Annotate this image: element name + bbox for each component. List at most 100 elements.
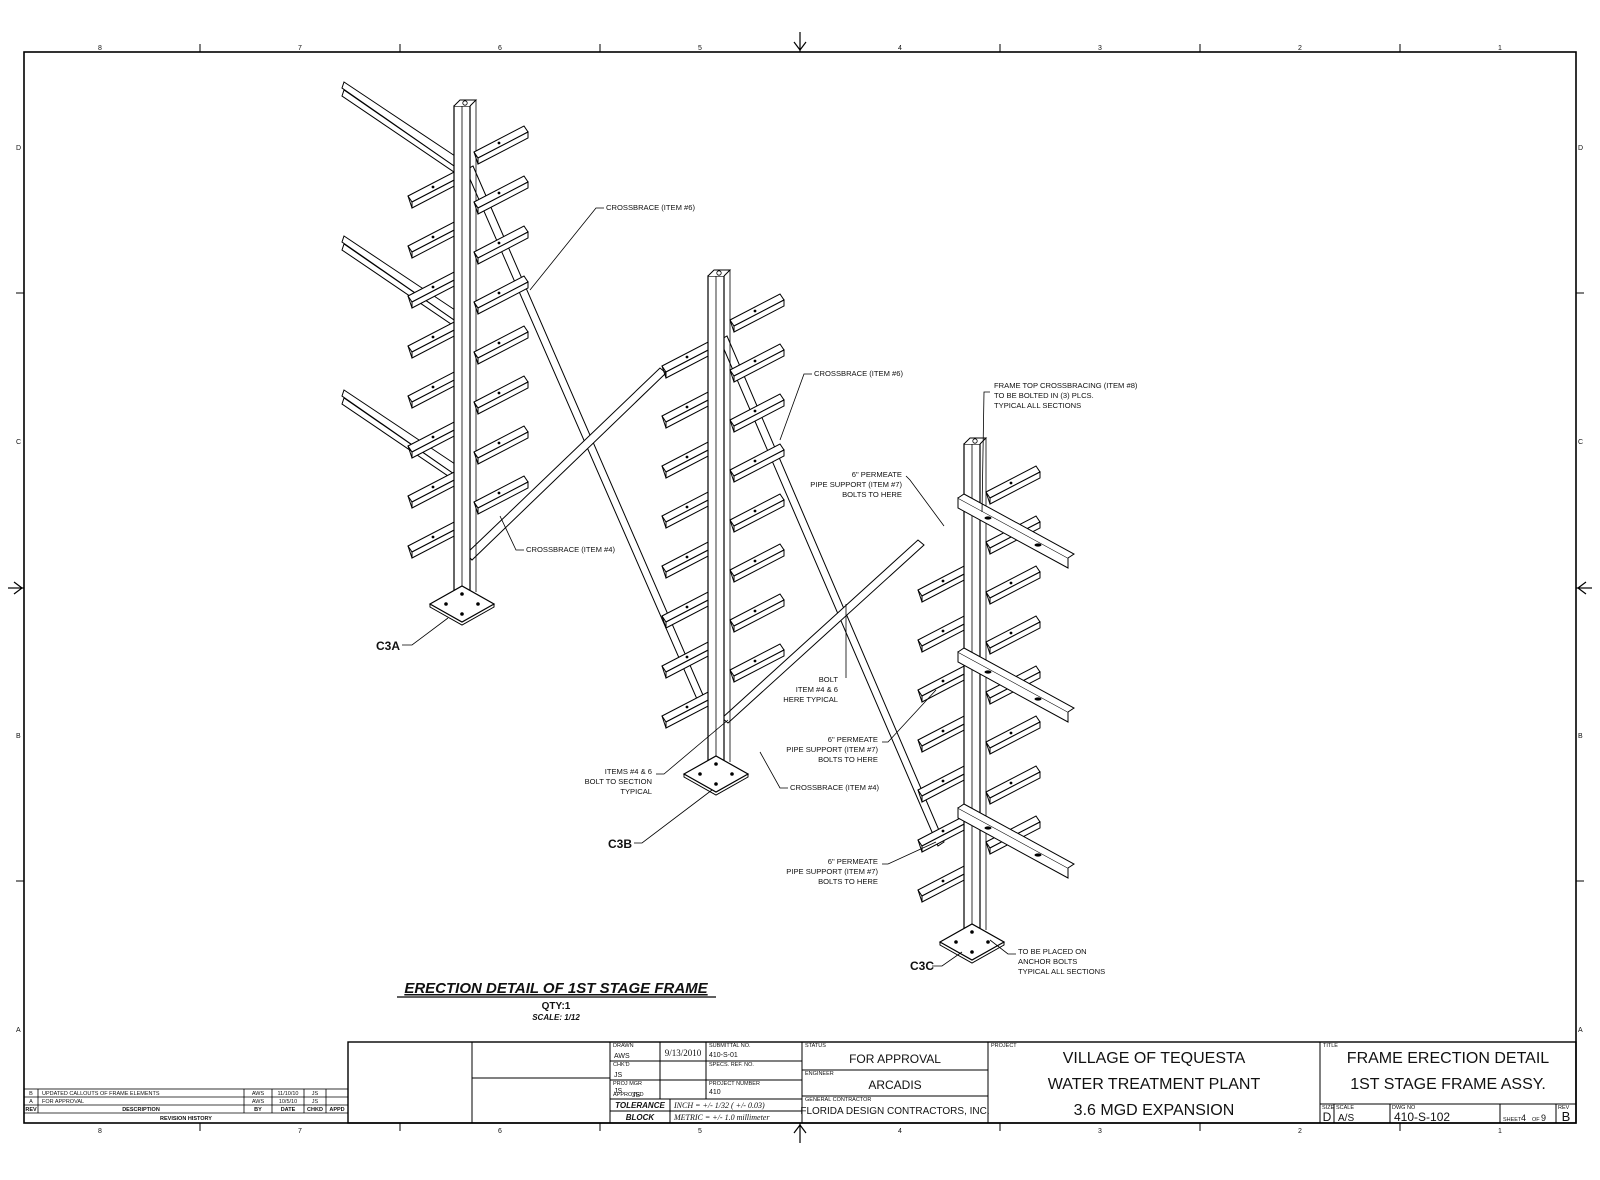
revision-history-label: REVISION HISTORY xyxy=(160,1116,212,1122)
proj-mgr-value: JS xyxy=(614,1088,623,1095)
callout-anchor: ANCHOR BOLTS xyxy=(1018,957,1077,966)
callout-anchor: TYPICAL ALL SECTIONS xyxy=(1018,967,1105,976)
section-label-c3b: C3B xyxy=(608,837,632,851)
zone-col-top: 4 xyxy=(898,45,902,52)
zone-row-right: C xyxy=(1578,439,1583,446)
zone-col-top: 6 xyxy=(498,45,502,52)
callout-crossbrace6-a: CROSSBRACE (ITEM #6) xyxy=(606,203,696,212)
callout-items-bolt: ITEMS #4 & 6 xyxy=(605,767,652,776)
title-label: TITLE xyxy=(1323,1043,1338,1049)
zone-ticks xyxy=(16,44,1584,1131)
rev-header-appd: APPD xyxy=(329,1107,344,1113)
zone-col-top: 2 xyxy=(1298,45,1302,52)
rev-row-b-date: 11/10/10 xyxy=(277,1091,298,1097)
tolerance-label: TOLERANCE xyxy=(615,1101,665,1110)
callout-frame-top: TO BE BOLTED IN (3) PLCS. xyxy=(994,391,1094,400)
sheet-total-value: 9 xyxy=(1541,1113,1546,1123)
block-label: BLOCK xyxy=(626,1113,656,1122)
callout-frame-top: TYPICAL ALL SECTIONS xyxy=(994,401,1081,410)
rev-header-chkd: CHKD xyxy=(307,1107,323,1113)
callout-frame-top: FRAME TOP CROSSBRACING (ITEM #8) xyxy=(994,381,1138,390)
crossbraces xyxy=(465,165,945,847)
metric-tolerance: METRIC = +/- 1.0 millimeter xyxy=(673,1113,770,1122)
submittal-label: SUBMITTAL NO. xyxy=(709,1043,751,1049)
callout-permeate-1: BOLTS TO HERE xyxy=(842,490,902,499)
rev-row-b-desc: UPDATED CALLOUTS OF FRAME ELEMENTS xyxy=(42,1091,160,1097)
rev-row-b-by: AWS xyxy=(252,1091,265,1097)
dwg-label: DWG NO xyxy=(1392,1105,1416,1111)
project-line-2: WATER TREATMENT PLANT xyxy=(1048,1076,1261,1093)
zone-row-right: A xyxy=(1578,1027,1583,1034)
rev-header-by: BY xyxy=(254,1107,262,1113)
center-marks xyxy=(8,32,1592,1143)
callout-bolt: HERE TYPICAL xyxy=(783,695,838,704)
callout-permeate-1: 6" PERMEATE xyxy=(852,470,902,479)
rev-header-desc: DESCRIPTION xyxy=(122,1107,160,1113)
section-label-c3c: C3C xyxy=(910,959,934,973)
of-label: OF xyxy=(1532,1117,1540,1123)
zone-row-left: D xyxy=(16,145,21,152)
project-number-label: PROJECT NUMBER xyxy=(709,1081,760,1087)
zone-col-top: 3 xyxy=(1098,45,1102,52)
callout-permeate-3: PIPE SUPPORT (ITEM #7) xyxy=(786,867,878,876)
title-block-small-labels: DRAWN CHK'D PROJ MGR APPROVED SUBMITTAL … xyxy=(613,1043,1570,1123)
zone-col-top: 5 xyxy=(698,45,702,52)
zone-col-top: 8 xyxy=(98,45,102,52)
zone-col-bottom: 7 xyxy=(298,1128,302,1135)
dwg-number: 410-S-102 xyxy=(1394,1110,1450,1124)
callout-items-bolt: TYPICAL xyxy=(620,787,652,796)
callout-items-bolt: BOLT TO SECTION xyxy=(585,777,652,786)
column-c3a xyxy=(341,81,529,626)
rev-row-a-by: AWS xyxy=(252,1099,265,1105)
column-c3b xyxy=(661,269,785,796)
check-label: CHK'D xyxy=(613,1062,630,1068)
inch-tolerance: INCH = +/- 1/32 ( +/- 0.03) xyxy=(673,1101,765,1110)
rev-row-b-rev: B xyxy=(29,1091,33,1097)
contractor-label: GENERAL CONTRACTOR xyxy=(805,1097,871,1103)
leader-lines xyxy=(402,207,1016,967)
zone-col-bottom: 5 xyxy=(698,1128,702,1135)
rev-row-a-desc: FOR APPROVAL xyxy=(42,1099,84,1105)
project-number-value: 410 xyxy=(709,1089,721,1096)
contractor-value: FLORIDA DESIGN CONTRACTORS, INC. xyxy=(800,1106,989,1117)
zone-col-bottom: 2 xyxy=(1298,1128,1302,1135)
detail-qty: QTY:1 xyxy=(542,1001,571,1012)
approved-value: JS xyxy=(632,1092,641,1099)
zone-col-bottom: 8 xyxy=(98,1128,102,1135)
callout-crossbrace4-b: CROSSBRACE (ITEM #4) xyxy=(790,783,880,792)
zone-row-left: A xyxy=(16,1027,21,1034)
callout-bolt: BOLT xyxy=(819,675,839,684)
zone-row-right: B xyxy=(1578,733,1583,740)
zone-row-left: B xyxy=(16,733,21,740)
callout-permeate-3: 6" PERMEATE xyxy=(828,857,878,866)
zone-col-bottom: 1 xyxy=(1498,1128,1502,1135)
callout-permeate-1: PIPE SUPPORT (ITEM #7) xyxy=(810,480,902,489)
callout-anchor: TO BE PLACED ON xyxy=(1018,947,1087,956)
callout-crossbrace6-b: CROSSBRACE (ITEM #6) xyxy=(814,369,904,378)
project-label: PROJECT xyxy=(991,1043,1017,1049)
sheet-border xyxy=(23,51,1577,1124)
drawing-title-line-1: FRAME ERECTION DETAIL xyxy=(1347,1050,1549,1067)
revision-history: B UPDATED CALLOUTS OF FRAME ELEMENTS AWS… xyxy=(25,1091,344,1122)
engineer-value: ARCADIS xyxy=(868,1078,921,1092)
size-label: SIZE xyxy=(1322,1105,1335,1111)
rev-header-rev: REV xyxy=(25,1107,37,1113)
title-block-values: AWS 9/13/2010 JS JS JS 410-S-01 410 TOLE… xyxy=(614,1048,990,1122)
callout-permeate-2: 6" PERMEATE xyxy=(828,735,878,744)
callout-bolt: ITEM #4 & 6 xyxy=(796,685,838,694)
zone-col-top: 7 xyxy=(298,45,302,52)
sheet-label: SHEET xyxy=(1503,1117,1522,1123)
drawing-title-line-2: 1ST STAGE FRAME ASSY. xyxy=(1350,1076,1546,1093)
scale-value: A/S xyxy=(1338,1113,1354,1124)
section-labels: C3A C3B C3C xyxy=(376,639,934,973)
project-line-3: 3.6 MGD EXPANSION xyxy=(1074,1102,1235,1119)
zone-row-right: D xyxy=(1578,145,1583,152)
sheet-value: 4 xyxy=(1521,1113,1526,1123)
callout-labels: CROSSBRACE (ITEM #6) CROSSBRACE (ITEM #6… xyxy=(526,203,1138,976)
status-label: STATUS xyxy=(805,1043,826,1049)
scale-label: SCALE xyxy=(1336,1105,1354,1111)
drawn-value: AWS xyxy=(614,1053,630,1060)
check-value: JS xyxy=(614,1072,623,1079)
